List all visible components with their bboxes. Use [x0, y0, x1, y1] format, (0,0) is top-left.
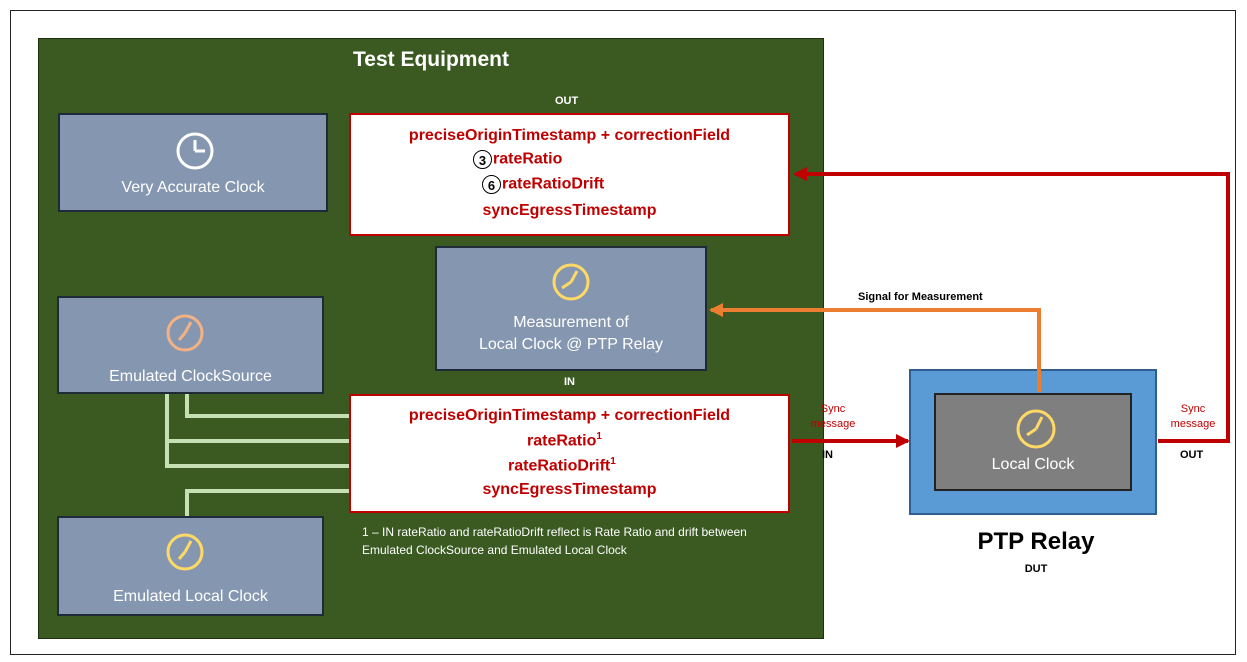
measurement-label: Measurement of Local Clock @ PTP Relay	[478, 314, 663, 353]
port-in-label: IN	[822, 449, 833, 461]
in-egress-field: syncEgressTimestamp	[482, 481, 657, 498]
in-origin-field: preciseOriginTimestamp + correctionField	[408, 407, 731, 424]
port-out-label: OUT	[1180, 449, 1204, 461]
step-3-badge: 3	[473, 150, 492, 169]
local-clock-label: Local Clock	[991, 456, 1075, 473]
signal-label: Signal for Measurement	[858, 291, 983, 303]
out-message-box: preciseOriginTimestamp + correctionField…	[349, 113, 790, 236]
local-clock-box	[934, 393, 1132, 491]
sync-out-label: Sync message	[1170, 403, 1216, 430]
test-equipment-title: Test Equipment	[353, 48, 509, 71]
clock-icon	[166, 314, 204, 352]
out-origin-field: preciseOriginTimestamp + correctionField	[408, 127, 731, 144]
clock-icon	[166, 533, 204, 571]
in-message-box: preciseOriginTimestamp + correctionField…	[349, 394, 790, 513]
very-accurate-clock-box: Very Accurate Clock	[58, 113, 328, 212]
footnote: 1 – IN rateRatio and rateRatioDrift refl…	[362, 525, 747, 557]
emulated-clock-source-label: Emulated ClockSource	[109, 368, 272, 385]
in-box-label: IN	[564, 376, 575, 388]
clock-icon	[552, 263, 590, 301]
feed-line-origin	[185, 394, 385, 420]
in-rateratio-field: rateRatio1	[527, 431, 602, 450]
dut-label: DUT	[1024, 563, 1048, 575]
measurement-box: Measurement of Local Clock @ PTP Relay	[435, 246, 707, 371]
out-box-label: OUT	[555, 95, 579, 107]
clock-icon	[176, 132, 214, 170]
ptp-relay-title: PTP Relay	[977, 528, 1095, 555]
very-accurate-clock-label: Very Accurate Clock	[121, 179, 265, 196]
in-drift-field: rateRatioDrift1	[508, 456, 616, 475]
emulated-local-clock-box: Emulated Local Clock	[57, 516, 324, 616]
figure-frame	[10, 10, 1236, 655]
measurement-signal-arrow	[709, 303, 1041, 392]
emulated-clock-source-box: Emulated ClockSource	[57, 296, 324, 394]
sync-in-label: Sync message	[810, 403, 856, 430]
emulated-local-clock-label: Emulated Local Clock	[113, 588, 268, 605]
sync-out-arrow	[793, 167, 1230, 443]
clock-icon	[1016, 409, 1056, 449]
step-6-badge: 6	[482, 175, 501, 194]
out-egress-field: syncEgressTimestamp	[482, 202, 657, 219]
